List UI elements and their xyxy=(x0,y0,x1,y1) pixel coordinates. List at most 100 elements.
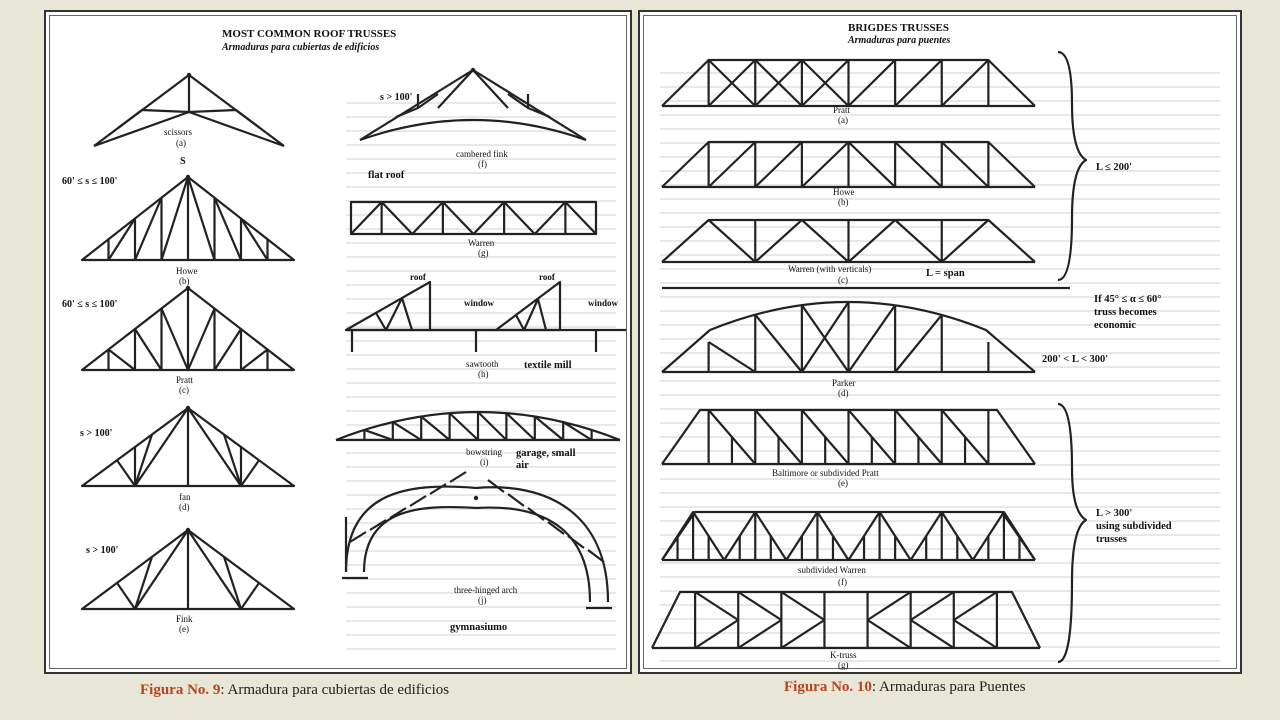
bridge-subwarren-top-chord xyxy=(661,510,1036,561)
bridge-header-subtitle: Armaduras para puentes xyxy=(848,35,951,46)
label-bridge-pratt: Pratt xyxy=(833,105,850,115)
figure-9-text: : Armadura para cubiertas de edificios xyxy=(220,682,450,698)
bowstring-diagonal xyxy=(505,412,536,441)
roof-pratt-diagonal-left xyxy=(160,308,190,371)
arch-crown-hinge xyxy=(473,495,479,501)
scissors-webs xyxy=(141,108,237,114)
three-hinged-arch-left-inner xyxy=(362,505,477,573)
scissors-web-right xyxy=(235,109,261,129)
label-warren: Warren xyxy=(468,238,495,248)
bridge-howe-diagonal xyxy=(940,141,990,188)
bridge-warren-verticals-diagonal xyxy=(801,219,850,263)
label-cambered-fink: cambered fink xyxy=(456,149,508,159)
bridge-ktruss-k-web xyxy=(909,591,955,649)
sawtooth-left-tooth xyxy=(344,280,432,332)
three-hinged-arch-web-left xyxy=(349,531,367,543)
condition-s: S xyxy=(180,156,186,167)
bridge-parker-diagonal xyxy=(894,314,943,373)
bridge-ktruss-k-web xyxy=(737,591,783,649)
letter-cambered-fink: (f) xyxy=(478,159,487,169)
roof-trusses-drawing xyxy=(80,67,626,611)
letter-baltimore: (e) xyxy=(838,478,848,488)
bridge-ktruss-top-chord xyxy=(651,590,1041,649)
cambered-fink-apex-joint xyxy=(470,67,476,73)
roof-pratt-diagonal-right xyxy=(186,308,216,371)
label-pratt: Pratt xyxy=(176,375,193,385)
bridge-ktruss-k-web xyxy=(952,591,998,649)
letter-bowstring: (i) xyxy=(480,457,489,467)
background-text-faint xyxy=(346,102,616,662)
bridge-ktruss-k-web xyxy=(780,591,826,649)
letter-fan: (d) xyxy=(179,502,190,512)
roof-pratt-diagonal-left xyxy=(134,328,163,371)
three-hinged-arch-left-outer xyxy=(344,485,477,573)
label-baltimore: Baltimore or subdivided Pratt xyxy=(772,468,879,478)
bridge-warren-verticals-diagonal xyxy=(847,219,896,263)
roof-pratt-diagonal-right xyxy=(213,328,242,371)
bowstring-diagonal xyxy=(448,412,479,441)
letter-howe: (b) xyxy=(179,276,190,286)
use-gymnasium: gymnasiumo xyxy=(450,622,508,633)
roof-fink-web-left xyxy=(116,556,154,611)
bridge-ktruss-k-web xyxy=(866,591,912,649)
roof-fan-apex-joint xyxy=(185,405,191,411)
three-hinged-arch-web-right xyxy=(587,549,605,563)
condition-fan: s > 100' xyxy=(80,428,113,439)
three-hinged-arch-web-right xyxy=(487,479,505,493)
condition-howe: 60' ≤ s ≤ 100' xyxy=(62,176,118,187)
label-bridge-howe: Howe xyxy=(833,187,855,197)
three-hinged-arch-web-left xyxy=(429,483,447,495)
roof-header-title: MOST COMMON ROOF TRUSSES xyxy=(222,28,397,40)
roof-panel-frame xyxy=(49,15,627,669)
roof-pratt-apex-joint xyxy=(185,285,191,291)
roof-howe-diagonal-left xyxy=(107,217,136,261)
bridge-pratt-diagonal xyxy=(847,59,896,107)
letter-three-hinged-arch: (j) xyxy=(478,595,487,605)
roof-trusses-panel: MOST COMMON ROOF TRUSSES Armaduras para … xyxy=(44,10,632,674)
three-hinged-arch-right-inner xyxy=(475,506,592,603)
condition-fink: s > 100' xyxy=(86,545,119,556)
letter-fink: (e) xyxy=(179,624,189,634)
bridge-howe-diagonal xyxy=(754,141,803,188)
bridge-trusses-drawing xyxy=(651,50,1088,664)
three-hinged-arch-web-right xyxy=(527,507,545,521)
label-howe: Howe xyxy=(176,266,198,276)
roof-header-subtitle: Armaduras para cubiertas de edificios xyxy=(222,42,380,53)
bridge-parker-diagonal xyxy=(754,313,803,373)
use-window-left: window xyxy=(464,298,495,308)
cambered-fink-bottom-chord xyxy=(359,118,587,142)
note-economic-line2: truss becomes xyxy=(1094,307,1157,318)
bridge-howe-diagonal xyxy=(707,141,757,188)
bowstring-diagonal xyxy=(364,428,394,442)
bridge-parker-diagonal xyxy=(708,341,756,373)
letter-bridge-pratt: (a) xyxy=(838,115,848,125)
figure-10-caption: Figura No. 10: Armaduras para Puentes xyxy=(784,679,1026,696)
bowstring-diagonal xyxy=(477,411,508,441)
condition-cambered-fink: s > 100' xyxy=(380,92,413,103)
use-textile-mill: textile mill xyxy=(524,360,572,371)
note-short-span: L ≤ 200' xyxy=(1096,162,1133,173)
condition-pratt: 60' ≤ s ≤ 100' xyxy=(62,299,118,310)
bridge-pratt-diagonal xyxy=(707,59,757,107)
bridge-parker-diagonal xyxy=(800,301,850,373)
note-long-span-line2: using subdivided xyxy=(1096,521,1172,532)
roof-pratt-diagonal-right xyxy=(240,348,269,371)
bowstring-diagonal xyxy=(562,421,593,441)
label-fink: Fink xyxy=(176,614,193,624)
roof-howe-apex-joint xyxy=(185,174,191,180)
note-long-span-line3: trusses xyxy=(1096,534,1127,545)
roof-howe-diagonal-left xyxy=(160,176,190,261)
bridge-warren-verticals-diagonal xyxy=(754,219,803,263)
label-subdivided-warren: subdivided Warren xyxy=(798,565,866,575)
warren-roof-diagonals xyxy=(350,200,597,236)
bowstring-diagonal xyxy=(392,421,422,441)
three-hinged-arch-web-left xyxy=(369,519,387,531)
scissors-apex-joint xyxy=(186,72,192,78)
roof-pratt-diagonal-left xyxy=(107,348,136,371)
note-span-definition: L = span xyxy=(926,268,965,279)
sawtooth-left-webs xyxy=(375,296,414,332)
letter-parker: (d) xyxy=(838,388,849,398)
label-three-hinged-arch: three-hinged arch xyxy=(454,585,518,595)
bridge-pratt-diagonal xyxy=(801,59,850,107)
bowstring-diagonal xyxy=(534,415,564,441)
